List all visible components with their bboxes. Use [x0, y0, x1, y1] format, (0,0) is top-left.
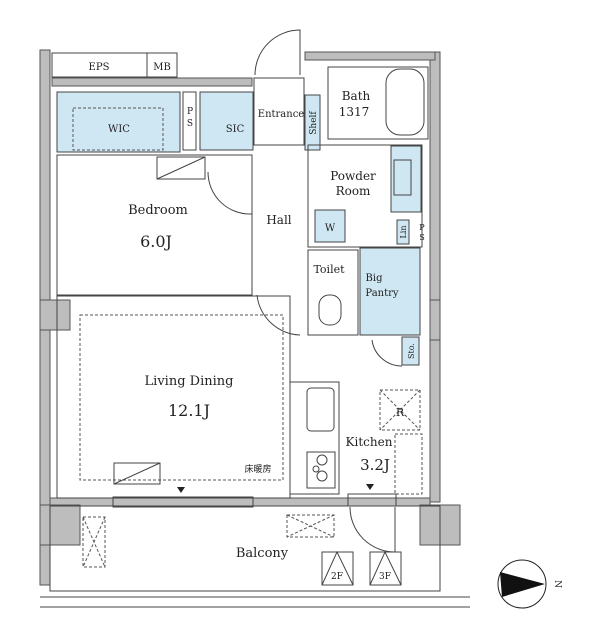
kitchen-shelf: [394, 433, 423, 495]
bath-room: [327, 66, 429, 140]
outdoor-unit: [286, 514, 335, 538]
shelf: [304, 94, 321, 151]
washer: [314, 209, 346, 243]
fridge-space: [379, 389, 421, 431]
wall-mid: [51, 77, 253, 87]
entrance-label: Entrance: [258, 109, 305, 120]
window-living[interactable]: [112, 496, 254, 508]
pillar-left: [39, 504, 81, 546]
powder-label-2: Room: [336, 184, 371, 198]
pantry: [359, 247, 421, 336]
wall-right-top: [304, 51, 436, 61]
eps-label: EPS: [89, 62, 110, 73]
storage: [401, 336, 420, 366]
living-ac: [113, 462, 161, 485]
storage-door[interactable]: [371, 339, 403, 367]
toilet-room: [307, 249, 359, 336]
powder-room: [307, 144, 423, 248]
sto-label: Sto.: [407, 343, 416, 359]
powder-label-1: Powder: [330, 169, 376, 183]
bath-label: Bath: [342, 89, 371, 103]
entrance-door[interactable]: [254, 29, 301, 76]
ps-shaft: [182, 91, 197, 151]
washer-label: W: [325, 223, 336, 234]
pillar-mid-left: [39, 299, 71, 331]
sic-room: [199, 91, 254, 151]
hall-label: Hall: [266, 213, 291, 227]
wic-room: [56, 91, 181, 153]
kitchen-label: Kitchen: [346, 435, 393, 449]
wic-label: WIC: [108, 124, 130, 135]
pillar-right-mid: [429, 299, 441, 341]
hatch-2f-label: 2F: [331, 572, 343, 582]
floor-heating-area: [79, 314, 284, 481]
balcony-label: Balcony: [236, 546, 289, 561]
window-arrow: [177, 487, 185, 493]
fridge-cross: [379, 389, 421, 431]
shelf-label: Shelf: [309, 111, 319, 135]
kitchen-size: 3.2J: [360, 456, 390, 474]
toilet-label: Toilet: [313, 263, 345, 276]
bedroom-door[interactable]: [207, 171, 253, 215]
vanity: [390, 145, 422, 213]
hatch-triangle: [369, 550, 402, 586]
hatch-triangle: [321, 550, 354, 586]
ac-diagonal: [156, 156, 206, 180]
window-arrow: [366, 484, 374, 490]
ps-label-s: S: [187, 119, 193, 129]
floor-heating-label: 床暖房: [244, 463, 271, 475]
lin-label: Lin: [399, 225, 408, 238]
ps2-label-p: P: [419, 223, 425, 232]
wic-shelf: [72, 107, 164, 151]
entrance-area: [253, 77, 305, 146]
bedroom-ac: [156, 156, 206, 180]
balcony: [49, 505, 441, 592]
unit-cross: [82, 516, 106, 568]
living-size: 12.1J: [168, 401, 210, 420]
kitchen-counter: [289, 381, 340, 495]
hall-door[interactable]: [256, 294, 301, 336]
mb-label: MB: [153, 62, 171, 73]
bedroom-size: 6.0J: [140, 232, 172, 251]
north-compass-icon: N: [497, 559, 562, 609]
wall-balcony: [49, 497, 431, 507]
bedroom: [56, 154, 253, 296]
mb-room: [146, 52, 178, 78]
compass-label: N: [552, 580, 562, 588]
outdoor-unit: [82, 516, 106, 568]
stove: [306, 451, 336, 489]
burner-icon: [316, 470, 328, 482]
linen-closet: [396, 219, 410, 245]
fridge-label: R: [396, 406, 405, 419]
burner-icon: [316, 454, 328, 466]
ac-diagonal: [113, 462, 161, 485]
ps-label-p: P: [187, 107, 193, 117]
unit-cross: [286, 514, 335, 538]
ps2-label-s: S: [419, 233, 424, 242]
bedroom-label: Bedroom: [128, 203, 188, 218]
wall-right: [429, 51, 441, 503]
sic-label: SIC: [226, 124, 245, 135]
toilet-bowl: [318, 294, 342, 326]
kitchen-sink: [306, 387, 335, 432]
fridge-cross: [379, 389, 421, 431]
pantry-label-1: Big: [366, 273, 384, 284]
bathtub: [385, 68, 425, 136]
sink: [393, 159, 412, 196]
hatch-3f-label: 3F: [379, 572, 391, 582]
pantry-label-2: Pantry: [365, 288, 398, 299]
living-label: Living Dining: [145, 374, 234, 389]
burner-icon: [312, 465, 320, 473]
bath-size: 1317: [339, 105, 370, 119]
balcony-door[interactable]: [349, 506, 396, 553]
